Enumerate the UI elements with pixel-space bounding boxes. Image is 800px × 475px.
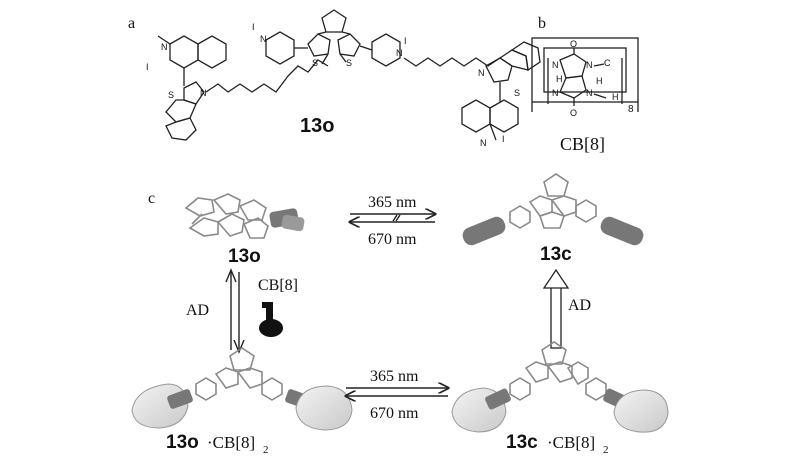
top-forward-label: 365 nm bbox=[368, 194, 417, 211]
open-complex-subscript: 2 bbox=[263, 444, 269, 456]
sulfur-center-right: S bbox=[346, 58, 352, 68]
panel-label-a: a bbox=[128, 15, 135, 32]
top-equilibrium-arrows bbox=[350, 214, 435, 222]
iodide-right: I bbox=[502, 134, 505, 144]
iodide-left: I bbox=[146, 62, 149, 72]
bottom-backward-label: 670 nm bbox=[370, 405, 419, 422]
right-benzothiazole: S N bbox=[478, 41, 541, 102]
right-peg-chain bbox=[403, 57, 501, 67]
cb8-nitrogen-2: N bbox=[586, 60, 593, 70]
scheme-closed-label: 13c bbox=[540, 244, 572, 265]
nitrogen-left: N bbox=[200, 88, 207, 98]
left-vertical-arrows bbox=[225, 268, 245, 354]
n-plus-right: N bbox=[480, 138, 487, 148]
central-dithienylethene: S S bbox=[307, 9, 361, 68]
molecule-13o-structure: N I S N N I S S bbox=[146, 9, 541, 148]
right-pyridinium: N I bbox=[359, 33, 407, 67]
closed-complex-prefix: 13c bbox=[506, 432, 538, 453]
sulfur-right: S bbox=[514, 88, 520, 98]
cb8-oxygen-top: O bbox=[570, 39, 577, 49]
cb8-carbon-1: C bbox=[604, 58, 611, 68]
n-plus-left: N bbox=[161, 42, 168, 52]
cb8-subscript: 8 bbox=[628, 104, 634, 115]
right-quinolinium: N I bbox=[461, 99, 519, 148]
open-complex-suffix: ·CB[8] bbox=[207, 433, 255, 452]
left-benzothiazole: S N bbox=[165, 81, 207, 141]
left-quinolinium: N I bbox=[146, 35, 227, 86]
open-complex-label: 13o ·CB[8] 2 bbox=[166, 432, 269, 456]
right-mode-label: AD bbox=[568, 297, 591, 314]
cb8-hydrogen-1: H bbox=[556, 74, 563, 84]
cb8-nitrogen-3: N bbox=[552, 88, 559, 98]
open-form-cartoon bbox=[184, 193, 305, 239]
n-plus-pyr-right: N bbox=[396, 48, 403, 58]
iodide-pyr-right: I bbox=[404, 36, 407, 46]
molecule-label-13o: 13o bbox=[300, 115, 334, 137]
top-backward-label: 670 nm bbox=[368, 231, 417, 248]
cb8-hydrogen-2: H bbox=[596, 76, 603, 86]
panel-label-b: b bbox=[538, 15, 546, 32]
open-complex-prefix: 13o bbox=[166, 432, 199, 453]
closed-complex-suffix: ·CB[8] bbox=[547, 433, 595, 452]
cb8-hydrogen-3: H bbox=[612, 92, 619, 102]
panel-label-c: c bbox=[148, 190, 155, 207]
left-host-label: CB[8] bbox=[258, 277, 298, 294]
scheme-open-label: 13o bbox=[228, 246, 261, 267]
cb8-label: CB[8] bbox=[560, 134, 605, 154]
bottom-forward-label: 365 nm bbox=[370, 368, 419, 385]
cb8-key-icon bbox=[259, 302, 283, 337]
cb8-nitrogen-1: N bbox=[552, 60, 559, 70]
closed-complex-cartoon bbox=[451, 341, 669, 433]
cb8-structure: O O N N N N H H H C 8 bbox=[531, 37, 639, 118]
closed-complex-subscript: 2 bbox=[603, 444, 609, 456]
bottom-equilibrium-arrows bbox=[346, 388, 448, 396]
left-mode-label: AD bbox=[186, 302, 209, 319]
cb8-oxygen-bottom: O bbox=[570, 108, 577, 118]
left-peg-chain bbox=[205, 59, 329, 93]
n-plus-pyr-left: N bbox=[260, 34, 267, 44]
open-complex-cartoon bbox=[131, 347, 353, 431]
right-vertical-arrow bbox=[542, 268, 570, 349]
left-pyridinium: N I bbox=[252, 22, 308, 65]
sulfur-left: S bbox=[168, 90, 174, 100]
cb8-nitrogen-4: N bbox=[586, 88, 593, 98]
nitrogen-right: N bbox=[478, 68, 485, 78]
iodide-pyr-left: I bbox=[252, 22, 255, 32]
closed-complex-label: 13c ·CB[8] 2 bbox=[506, 432, 609, 456]
sulfur-center-left: S bbox=[312, 58, 318, 68]
closed-form-cartoon bbox=[462, 173, 644, 246]
